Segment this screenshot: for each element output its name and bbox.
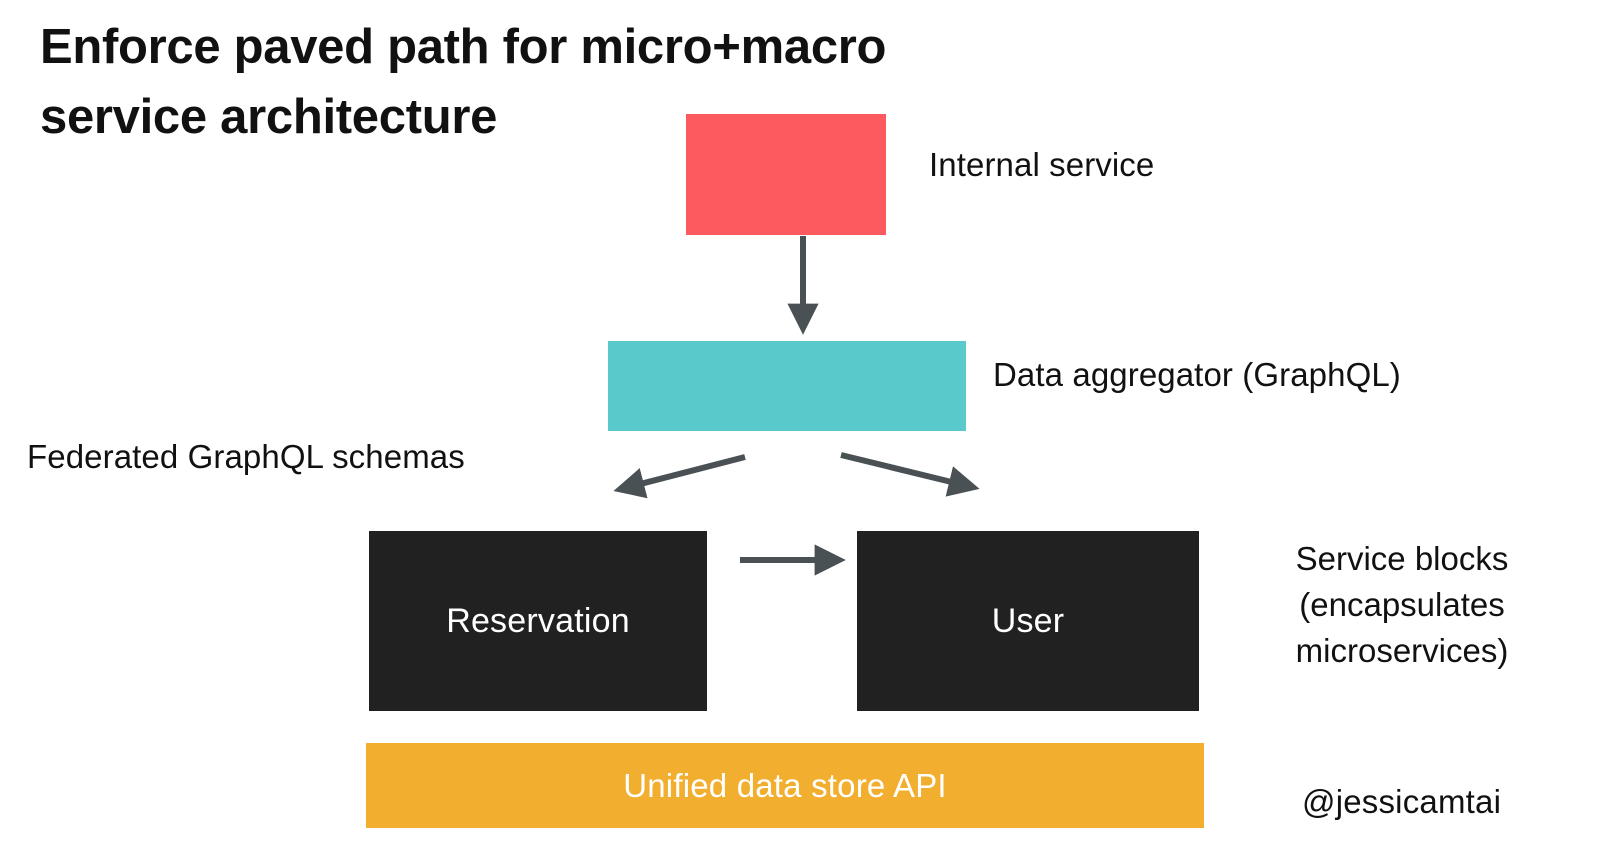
node-reservation-block[interactable]: Reservation [369,531,707,711]
page-title-line-1: Enforce paved path for micro+macro [40,20,887,74]
page-title-line-2: service architecture [40,90,498,144]
node-user-block[interactable]: User [857,531,1199,711]
arrow-aggregator-to-user [840,452,980,497]
author-handle: @jessicamtai [1302,783,1502,820]
page-title: Enforce paved path for micro+macro servi… [40,12,1070,152]
node-internal-service[interactable] [686,114,886,235]
reservation-block-label: Reservation [446,602,630,640]
label-service-blocks-line-1: Service blocks [1295,540,1509,577]
label-service-blocks-line-2: (encapsulates [1299,586,1505,623]
unified-data-store-label: Unified data store API [623,766,947,804]
label-service-blocks-line-3: microservices) [1295,632,1509,669]
label-federated-graphql-schemas: Federated GraphQL schemas [27,438,465,475]
user-block-label: User [991,602,1065,640]
label-internal-service: Internal service [929,146,1155,183]
label-data-aggregator: Data aggregator (GraphQL) [993,356,1401,393]
arrow-aggregator-to-reservation [613,454,746,499]
node-unified-data-store[interactable]: Unified data store API [366,743,1204,828]
node-data-aggregator[interactable] [608,341,966,431]
label-service-blocks: Service blocks (encapsulates microservic… [1232,536,1572,674]
